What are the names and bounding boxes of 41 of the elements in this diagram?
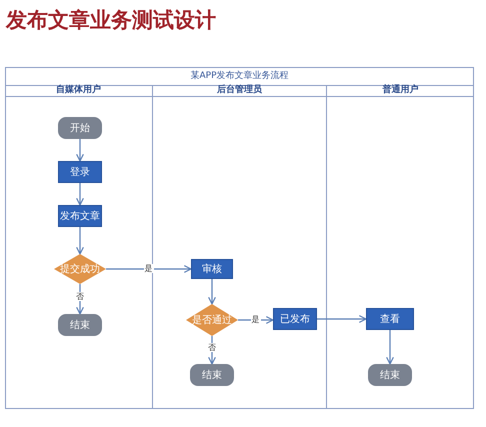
edge-label: 是 xyxy=(250,315,260,324)
edge-label: 是 xyxy=(144,264,154,273)
lane-header: 自媒体用户 xyxy=(5,85,152,97)
node-label: 审核 xyxy=(202,262,222,276)
end-terminal xyxy=(58,314,102,336)
start-terminal xyxy=(58,117,102,139)
node-label: 已发布 xyxy=(280,313,310,326)
node-label: 结束 xyxy=(70,318,90,332)
arrow xyxy=(76,227,84,255)
node-label: 开始 xyxy=(70,122,90,135)
node-label: 结束 xyxy=(202,368,222,382)
lane-header: 普通用户 xyxy=(327,85,474,97)
arrow xyxy=(386,330,394,365)
process-box xyxy=(273,308,317,330)
process-box xyxy=(58,161,102,183)
swimlane xyxy=(5,85,153,409)
arrow xyxy=(106,265,192,273)
lane-header: 后台管理员 xyxy=(153,85,326,97)
swimlane-pool xyxy=(5,67,474,409)
end-terminal xyxy=(190,364,234,386)
arrow xyxy=(238,316,274,324)
node-label: 提交成功 xyxy=(60,262,100,276)
node-label: 登录 xyxy=(70,166,90,179)
process-box xyxy=(366,308,414,330)
arrow xyxy=(317,315,367,323)
arrow xyxy=(76,183,84,206)
decision-diamond xyxy=(186,304,238,336)
edge-label: 否 xyxy=(75,292,85,301)
arrow xyxy=(76,139,84,162)
node-label: 是否通过 xyxy=(192,314,232,327)
edge-label: 否 xyxy=(207,343,217,352)
arrow xyxy=(208,279,216,305)
end-terminal xyxy=(368,364,412,386)
node-label: 查看 xyxy=(380,312,400,326)
node-label: 发布文章 xyxy=(60,210,100,223)
page-title: 发布文章业务测试设计 xyxy=(6,7,216,34)
swimlane xyxy=(153,85,327,409)
decision-diamond xyxy=(54,254,106,284)
node-label: 结束 xyxy=(380,368,400,382)
process-box xyxy=(191,259,233,279)
process-box xyxy=(58,205,102,227)
